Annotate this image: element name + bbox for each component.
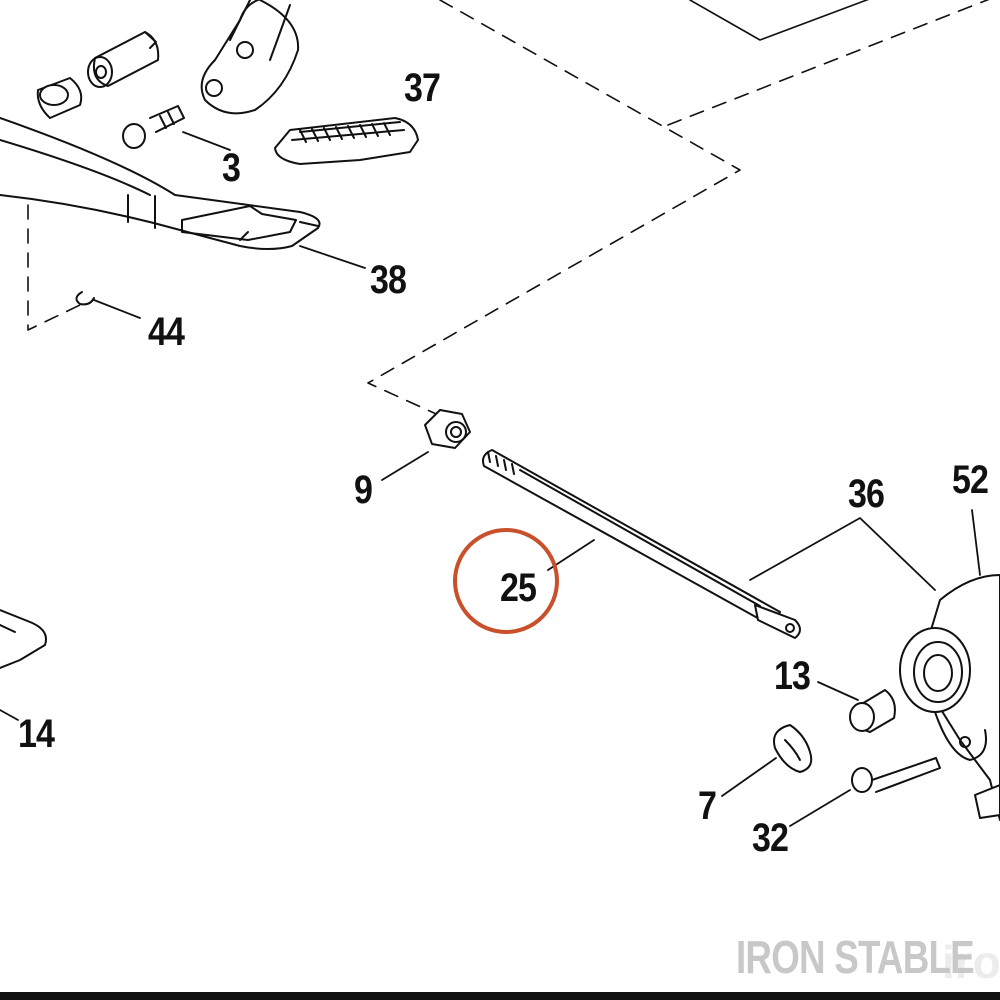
brake-pedal-arm — [0, 117, 321, 250]
small-bushing — [36, 77, 83, 119]
pin-32 — [851, 757, 941, 793]
highlight-circle — [453, 528, 559, 634]
label-14: 14 — [18, 712, 55, 756]
master-cylinder-housing — [899, 574, 1000, 821]
nut-9 — [424, 409, 471, 449]
clip-44 — [75, 291, 95, 306]
bushing-13 — [849, 689, 896, 733]
bolt-3 — [122, 105, 185, 149]
label-3: 3 — [222, 146, 241, 190]
label-44: 44 — [148, 310, 185, 354]
pedal-bracket-arm — [200, 0, 300, 115]
label-37: 37 — [404, 66, 441, 110]
clip-7 — [773, 724, 813, 773]
push-rod-25 — [482, 449, 801, 639]
label-38: 38 — [370, 258, 407, 302]
watermark-ghost-text: iro — [942, 936, 1000, 988]
dashed-assembly-outline — [27, 0, 990, 419]
label-13: 13 — [774, 654, 811, 698]
label-36: 36 — [848, 472, 885, 516]
bottom-border — [0, 992, 1000, 1000]
reservoir-box-outline — [689, 0, 869, 41]
label-25: 25 — [500, 566, 537, 610]
label-7: 7 — [698, 784, 717, 828]
leader-lines — [0, 131, 981, 827]
foot-pad-14 — [0, 609, 47, 669]
label-52: 52 — [952, 458, 989, 502]
watermark-text: IRON STABLE — [736, 931, 975, 983]
pedal-pad-37 — [274, 117, 419, 165]
label-32: 32 — [752, 816, 789, 860]
label-9: 9 — [354, 468, 373, 512]
pivot-bushing — [87, 31, 160, 88]
